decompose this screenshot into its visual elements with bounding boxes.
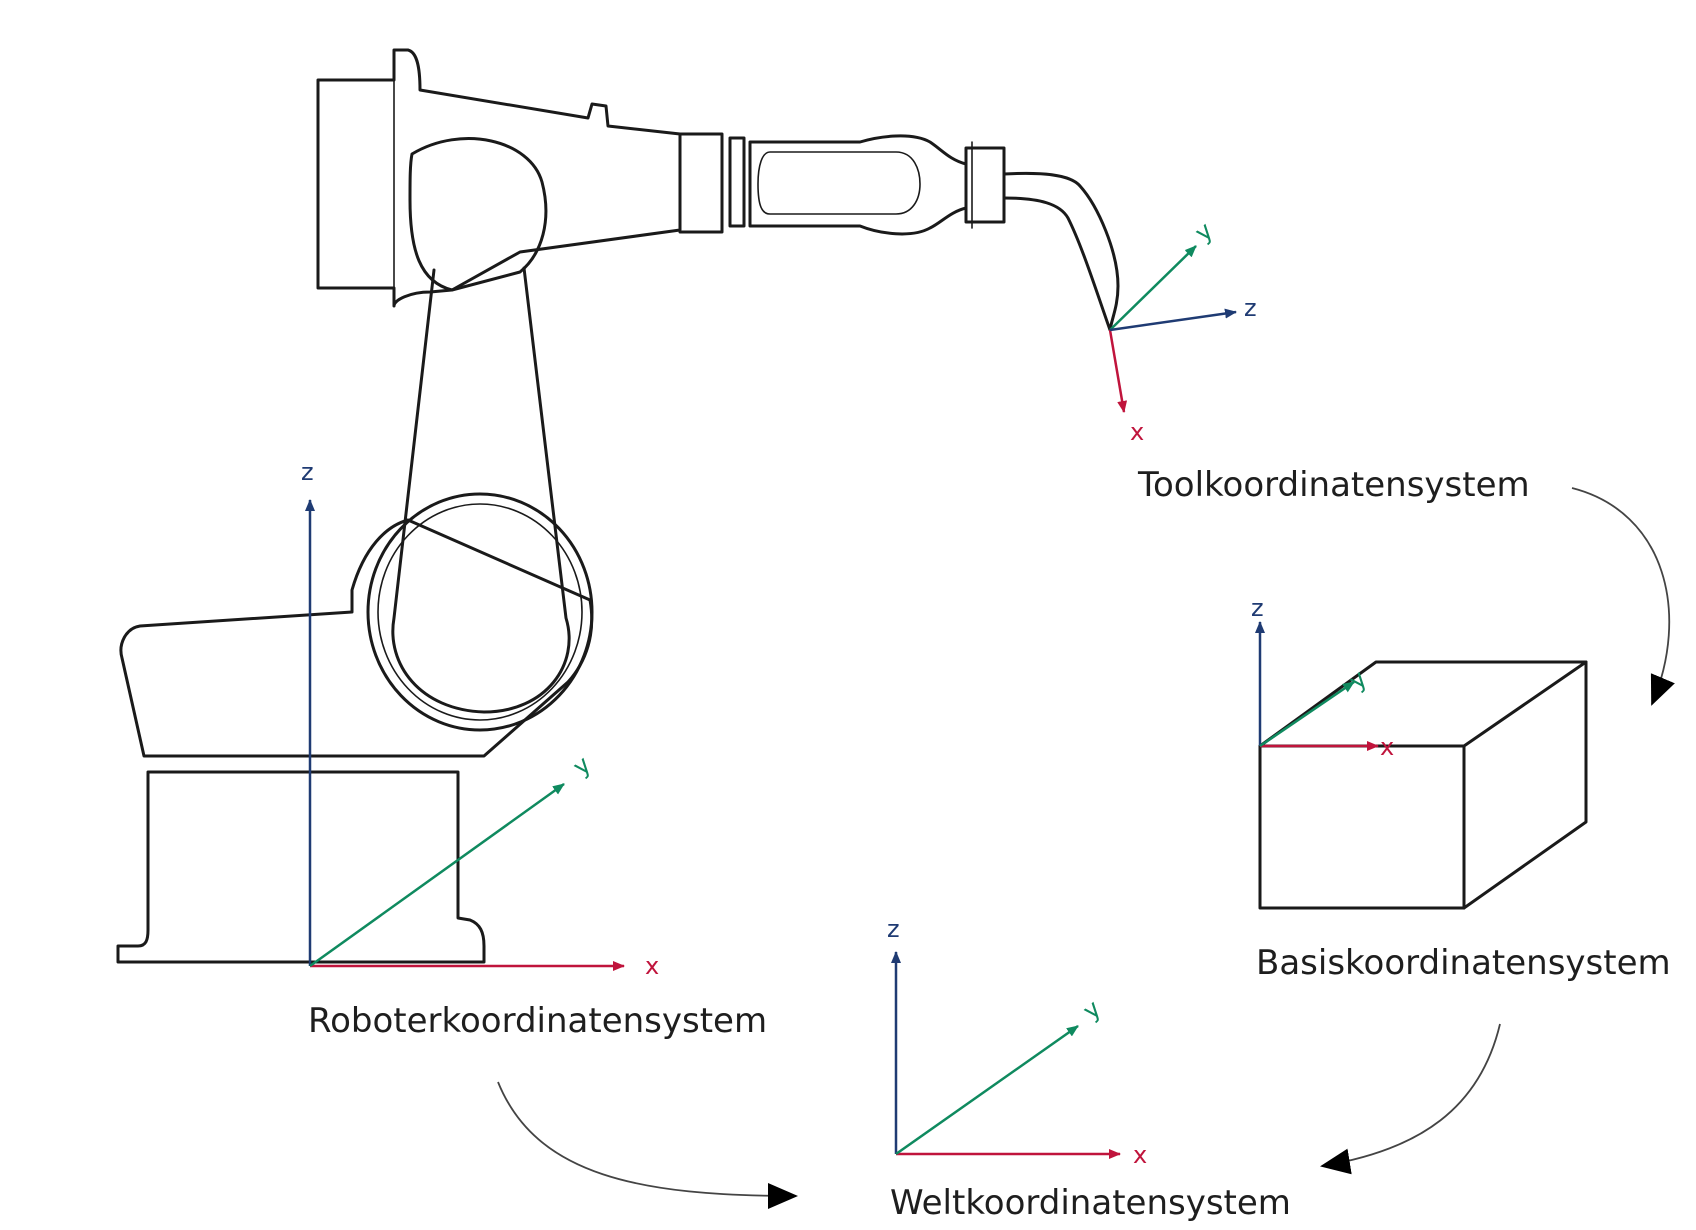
tool-y-axis bbox=[1109, 245, 1197, 331]
robot-wrist-body bbox=[748, 134, 968, 236]
workpiece-box-top bbox=[1258, 660, 1588, 748]
robot-z-label: z bbox=[301, 458, 314, 486]
robot-x-label: x bbox=[645, 952, 659, 980]
robot-system-label: Roboterkoordinatensystem bbox=[308, 1001, 767, 1041]
robot-elbow bbox=[408, 137, 548, 292]
tool-z-label: z bbox=[1244, 294, 1257, 322]
base-x-label: x bbox=[1380, 733, 1394, 761]
workpiece-box-front bbox=[1258, 744, 1466, 910]
world-z-label: z bbox=[887, 915, 900, 943]
flow-arrow-tool-to-base bbox=[1571, 487, 1675, 706]
flow-arrow-base-to-world bbox=[1320, 1023, 1501, 1175]
tool-y-label: y bbox=[1189, 217, 1218, 248]
base-system-label: Basiskoordinatensystem bbox=[1256, 943, 1671, 983]
shoulder-joint-outer bbox=[366, 492, 594, 732]
shoulder-joint-inner bbox=[377, 503, 583, 721]
robot-tool bbox=[1002, 171, 1120, 332]
workpiece-box-side bbox=[1462, 660, 1588, 910]
world-coordinate-system: z x y Weltkoordinatensystem bbox=[887, 915, 1291, 1223]
world-x-label: x bbox=[1133, 1141, 1147, 1169]
robot-y-label: y bbox=[567, 751, 596, 782]
robot-illustration bbox=[116, 48, 1120, 964]
robot-wrist-flange-1 bbox=[678, 132, 724, 234]
world-y-label: y bbox=[1077, 995, 1106, 1026]
tool-system-label: Toolkoordinatensystem bbox=[1137, 465, 1530, 505]
robot-tool-mount bbox=[964, 146, 1006, 224]
base-y-axis bbox=[1259, 680, 1355, 748]
flow-arrows bbox=[497, 487, 1675, 1209]
robot-upper-arm bbox=[316, 48, 682, 308]
robot-wrist-flange-2 bbox=[728, 136, 746, 228]
tool-coordinate-system: x y z Toolkoordinatensystem bbox=[1108, 217, 1530, 505]
world-system-label: Weltkoordinatensystem bbox=[890, 1183, 1291, 1223]
robot-lower-arm bbox=[391, 266, 571, 714]
robot-base bbox=[116, 770, 486, 964]
robot-y-axis bbox=[309, 782, 565, 968]
base-z-label: z bbox=[1251, 594, 1264, 622]
wrist-slot bbox=[757, 151, 921, 215]
flow-arrow-robot-to-world bbox=[497, 1081, 798, 1209]
tool-x-axis bbox=[1108, 329, 1128, 413]
tool-z-axis bbox=[1109, 308, 1237, 332]
base-coordinate-system: z x y Basiskoordinatensystem bbox=[1251, 594, 1671, 983]
world-y-axis bbox=[895, 1024, 1079, 1156]
robot-coordinate-system: z x y Roboterkoordinatensystem bbox=[301, 458, 767, 1041]
tool-x-label: x bbox=[1130, 418, 1144, 446]
